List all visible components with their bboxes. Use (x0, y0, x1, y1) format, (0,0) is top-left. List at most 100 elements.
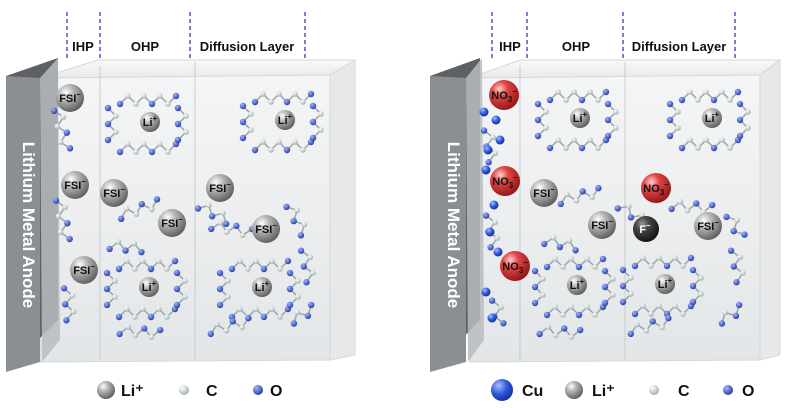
carbon-atom (563, 145, 569, 151)
carbon-atom (592, 264, 598, 270)
right-molecule (723, 213, 748, 238)
svg-text:NO3–: NO3– (492, 173, 518, 190)
left-molecule (103, 269, 118, 309)
carbon-atom (268, 147, 274, 153)
carbon-atom (133, 211, 140, 217)
carbon-atom (587, 137, 593, 143)
carbon-atom (672, 255, 678, 261)
oxygen-atom (156, 326, 164, 334)
oxygen-atom (290, 320, 298, 327)
oxygen-atom (64, 219, 71, 227)
carbon-atom (703, 89, 709, 95)
right-molecule (531, 267, 546, 307)
oxygen-atom (546, 96, 554, 104)
oxygen-atom (599, 255, 607, 263)
oxygen-atom (286, 285, 294, 293)
carbon-atom (595, 145, 601, 151)
oxygen-atom (304, 312, 312, 320)
right-region-diffusion: Diffusion Layer (632, 39, 727, 54)
right-region-dividers (491, 12, 736, 60)
oxygen-atom (174, 104, 182, 112)
carbon-atom (225, 278, 231, 284)
carbon-atom (124, 258, 130, 264)
right-molecule (627, 314, 672, 338)
carbon-atom (684, 207, 691, 214)
oxygen-atom (710, 96, 718, 104)
carbon-atom (69, 292, 76, 299)
carbon-atom (165, 149, 171, 155)
right-legend-li-marker (565, 381, 583, 399)
svg-text:Li+: Li+ (705, 110, 720, 125)
svg-text:NO3–: NO3– (643, 180, 669, 197)
carbon-atom (125, 141, 131, 147)
carbon-atom (294, 309, 300, 316)
left-ion-0: FSI– (56, 84, 84, 112)
oxygen-atom (297, 247, 305, 254)
left-molecule (104, 104, 119, 144)
right-ion-11: Li+ (655, 274, 675, 294)
carbon-atom (269, 306, 275, 312)
carbon-atom (659, 324, 665, 331)
carbon-atom (248, 111, 254, 117)
carbon-atom (113, 129, 119, 135)
oxygen-atom (619, 266, 627, 274)
carbon-atom (640, 255, 646, 261)
carbon-atom (566, 238, 573, 244)
left-molecule (115, 305, 179, 321)
left-molecule (251, 90, 315, 106)
oxygen-atom (173, 285, 181, 293)
carbon-atom (214, 321, 220, 328)
oxygen-atom (63, 129, 70, 136)
oxygen-atom (619, 298, 627, 306)
oxygen-atom (172, 92, 180, 100)
oxygen-atom (104, 120, 112, 128)
carbon-atom (140, 258, 146, 264)
carbon-atom (727, 97, 733, 103)
right-molecule (678, 88, 742, 104)
carbon-atom (643, 327, 650, 334)
left-legend-o: O (270, 383, 282, 400)
carbon-atom (737, 254, 744, 261)
oxygen-atom (239, 118, 247, 126)
carbon-atom (239, 324, 245, 331)
oxygen-atom (575, 263, 583, 271)
right-ion-0: NO3– (489, 80, 519, 110)
copper-atom (495, 135, 505, 145)
carbon-atom (634, 321, 640, 328)
copper-atom (481, 165, 491, 175)
oxygen-atom (208, 212, 216, 220)
left-anode-label: Lithium Metal Anode (19, 142, 38, 309)
carbon-atom (555, 89, 561, 95)
oxygen-atom (251, 146, 259, 154)
oxygen-atom (693, 200, 700, 207)
oxygen-atom (730, 263, 737, 270)
carbon-atom (592, 312, 598, 318)
carbon-atom (132, 266, 138, 272)
svg-text:FSI–: FSI– (73, 262, 95, 277)
carbon-atom (695, 145, 701, 151)
svg-text:F–: F– (639, 221, 651, 236)
right-molecule (536, 324, 584, 340)
right-ion-9: Li+ (702, 108, 722, 128)
right-legend-li: Li⁺ (592, 383, 615, 400)
carbon-atom (276, 139, 282, 145)
carbon-atom (260, 139, 266, 145)
left-region-diffusion: Diffusion Layer (200, 39, 295, 54)
oxygen-atom (601, 283, 609, 291)
oxygen-atom (173, 301, 181, 309)
carbon-atom (492, 150, 499, 156)
left-legend-li-marker (97, 381, 115, 399)
oxygen-atom (216, 301, 224, 309)
oxygen-atom (116, 148, 124, 156)
right-box-right (759, 59, 781, 361)
copper-atom (483, 145, 493, 155)
oxygen-atom (115, 313, 123, 321)
carbon-atom (695, 97, 701, 103)
left-ion-2: FSI– (70, 256, 98, 284)
oxygen-atom (727, 247, 735, 254)
oxygen-atom (732, 312, 740, 320)
right-molecule (666, 100, 681, 140)
svg-text:FSI–: FSI– (64, 177, 86, 192)
carbon-atom (745, 125, 751, 131)
oxygen-atom (578, 144, 586, 152)
